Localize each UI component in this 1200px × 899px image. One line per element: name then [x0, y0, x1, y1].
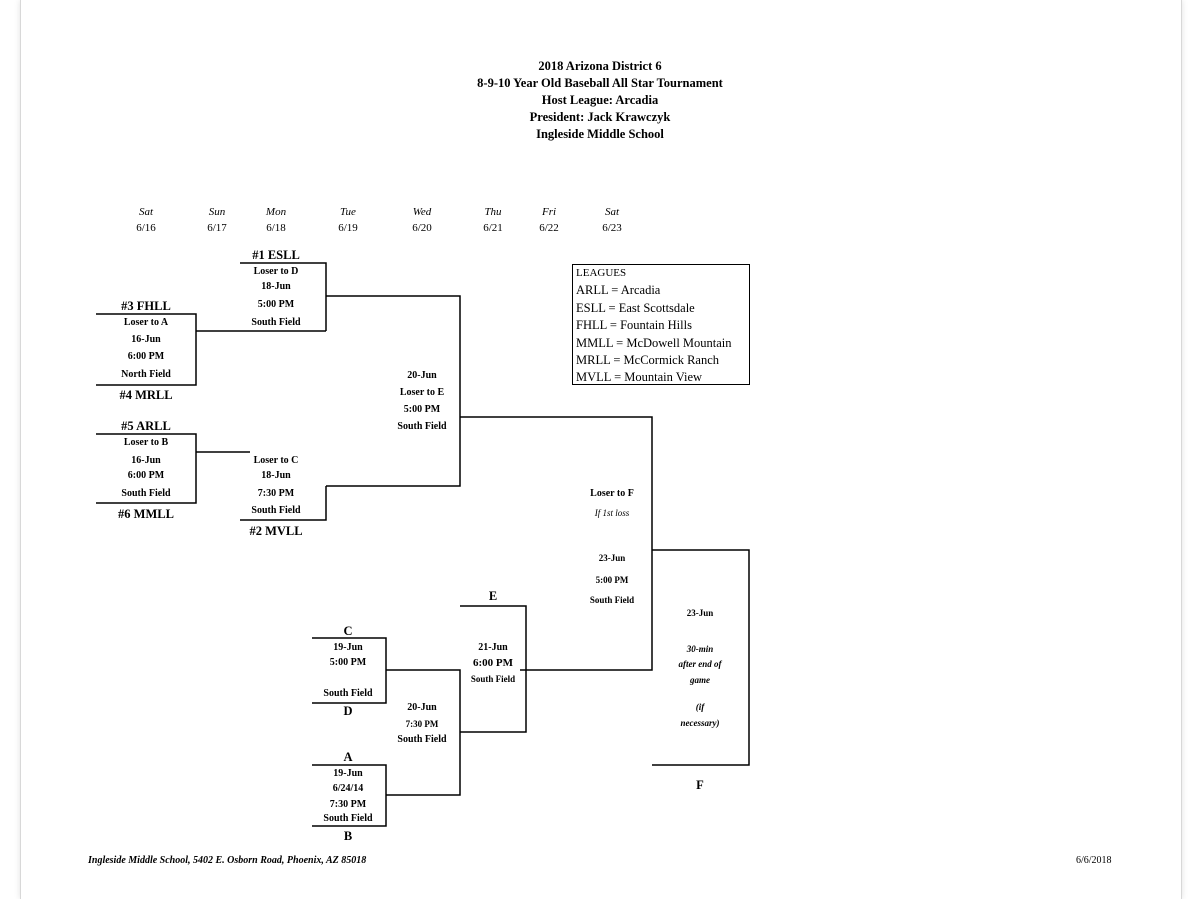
date-label: 6/18 — [266, 222, 286, 234]
date-label: 6/23 — [602, 222, 622, 234]
footer-address: Ingleside Middle School, 5402 E. Osborn … — [88, 855, 367, 866]
lower-c-field: South Field — [323, 688, 373, 699]
bracket-game-a — [96, 313, 197, 386]
legend-item: FHLL = Fountain Hills — [576, 318, 692, 332]
game-e-time: 5:00 PM — [403, 404, 441, 415]
date-label: 6/17 — [207, 222, 227, 234]
bracket-game-d — [240, 262, 327, 331]
game-c-time: 7:30 PM — [257, 488, 295, 499]
seed-4: #4 MRLL — [119, 388, 173, 402]
bracket-game-b — [96, 433, 197, 504]
day-label: Sat — [138, 206, 154, 218]
lower-a-date: 19-Jun — [333, 768, 363, 779]
game-a-time: 6:00 PM — [127, 351, 165, 362]
game-f-note: If 1st loss — [594, 508, 630, 518]
lower-thu-date: 21-Jun — [478, 642, 508, 653]
tournament-header: 2018 Arizona District 6 8-9-10 Year Old … — [477, 58, 723, 143]
bracket-lower-thu — [460, 605, 527, 733]
lower-a-label: A — [343, 750, 353, 764]
game-a-field: North Field — [121, 369, 171, 380]
final-label: F — [696, 778, 704, 792]
bracket-lower-wed — [386, 669, 461, 796]
lower-wed-field: South Field — [397, 734, 447, 745]
game-f-time: 5:00 PM — [595, 575, 629, 585]
header-line-5: Ingleside Middle School — [536, 127, 664, 141]
game-e-field: South Field — [397, 421, 447, 432]
game-d-loser: Loser to D — [253, 266, 299, 277]
legend-item: ARLL = Arcadia — [576, 283, 661, 297]
game-b-time: 6:00 PM — [127, 470, 165, 481]
seed-3: #3 FHLL — [121, 299, 171, 313]
game-e-date: 20-Jun — [407, 370, 437, 381]
game-c-date: 18-Jun — [261, 470, 291, 481]
date-label: 6/20 — [412, 222, 432, 234]
header-line-2: 8-9-10 Year Old Baseball All Star Tourna… — [477, 76, 723, 90]
game-f-date: 23-Jun — [598, 553, 626, 563]
leagues-legend: LEAGUES ARLL = Arcadia ESLL = East Scott… — [572, 264, 750, 385]
seed-5: #5 ARLL — [121, 419, 171, 433]
lower-c-date: 19-Jun — [333, 642, 363, 653]
game-d-date: 18-Jun — [261, 281, 291, 292]
game-a-loser: Loser to A — [123, 317, 169, 328]
lower-wed-time: 7:30 PM — [405, 719, 439, 729]
legend-item: MMLL = McDowell Mountain — [576, 336, 732, 350]
seed-1: #1 ESLL — [252, 248, 300, 262]
date-label: 6/22 — [539, 222, 559, 234]
lower-e-label: E — [488, 589, 498, 603]
day-label: Sun — [208, 206, 226, 218]
final-date: 23-Jun — [686, 608, 714, 618]
document-page — [20, 0, 1182, 899]
final-note-3: game — [690, 675, 710, 685]
game-c-loser: Loser to C — [253, 455, 299, 466]
lower-thu-field: South Field — [470, 674, 516, 684]
day-label: Tue — [340, 206, 356, 218]
final-note-1: 30-min — [686, 644, 714, 654]
seed-2: #2 MVLL — [249, 524, 303, 538]
header-line-4: President: Jack Krawczyk — [529, 110, 671, 124]
bracket-final — [652, 549, 750, 766]
date-label: 6/19 — [338, 222, 358, 234]
lower-c-time: 5:00 PM — [329, 657, 367, 668]
footer-date: 6/6/2018 — [1076, 855, 1112, 866]
lower-thu-time: 6:00 PM — [472, 657, 514, 669]
game-f-loser: Loser to F — [590, 488, 634, 499]
lower-c-label: C — [343, 624, 353, 638]
bracket-d-to-wed — [326, 295, 461, 487]
game-c-field: South Field — [251, 505, 301, 516]
day-label: Fri — [541, 206, 557, 218]
header-line-3: Host League: Arcadia — [541, 93, 659, 107]
game-b-loser: Loser to B — [123, 437, 169, 448]
lower-d-label: D — [343, 704, 353, 718]
day-label: Thu — [484, 206, 502, 218]
game-b-date: 16-Jun — [131, 455, 161, 466]
day-label: Wed — [412, 206, 432, 218]
seed-6: #6 MMLL — [118, 507, 174, 521]
day-label: Sat — [604, 206, 620, 218]
game-d-field: South Field — [251, 317, 301, 328]
day-label: Mon — [265, 206, 287, 218]
game-d-time: 5:00 PM — [257, 299, 295, 310]
lower-a-field: South Field — [323, 813, 373, 824]
game-f-field: South Field — [589, 595, 635, 605]
game-e-loser: Loser to E — [399, 387, 445, 398]
final-note-2: after end of — [678, 659, 722, 669]
legend-title: LEAGUES — [576, 267, 627, 279]
game-b-field: South Field — [121, 488, 171, 499]
game-a-date: 16-Jun — [131, 334, 161, 345]
lower-a-extra: 6/24/14 — [332, 783, 364, 794]
bracket-wed-to-sat — [460, 416, 653, 671]
final-note-5: necessary) — [680, 718, 720, 728]
date-label: 6/16 — [136, 222, 156, 234]
lower-a-time: 7:30 PM — [329, 799, 367, 810]
lower-b-label: B — [343, 829, 353, 843]
lower-wed-date: 20-Jun — [407, 702, 437, 713]
legend-item: MRLL = McCormick Ranch — [576, 353, 720, 367]
final-note-4: (if — [695, 702, 705, 712]
header-line-1: 2018 Arizona District 6 — [538, 59, 662, 73]
legend-item: ESLL = East Scottsdale — [576, 301, 695, 315]
bracket-game-c — [240, 486, 327, 521]
legend-item: MVLL = Mountain View — [576, 370, 703, 384]
date-label: 6/21 — [483, 222, 503, 234]
